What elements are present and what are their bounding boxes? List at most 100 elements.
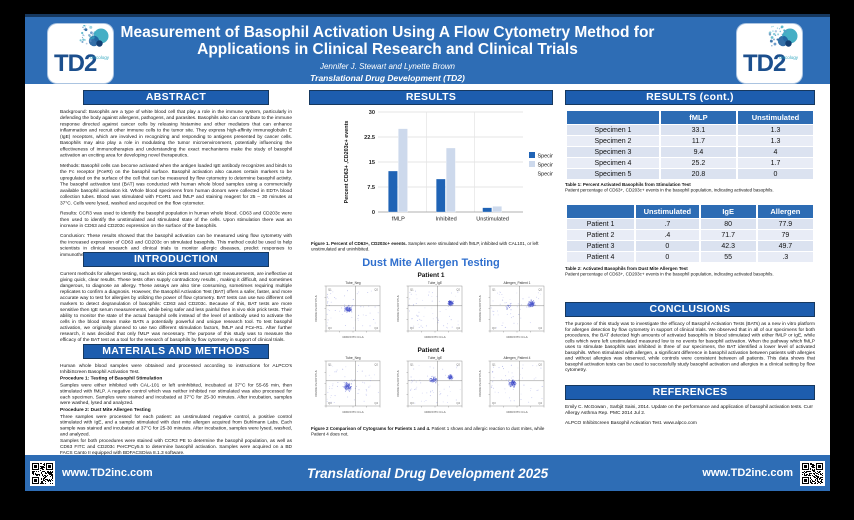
figure1-caption: Figure 1. Percent of CD63+, CD203c+ even… bbox=[311, 241, 539, 252]
table2-cell: 77.9 bbox=[757, 219, 813, 229]
table2-header-cell: Unstimulated bbox=[636, 205, 699, 218]
section-title: RESULTS bbox=[405, 91, 457, 103]
table1-header-cell: fMLP bbox=[660, 111, 736, 124]
svg-text:Q1: Q1 bbox=[328, 288, 332, 292]
svg-text:Q1: Q1 bbox=[328, 363, 332, 367]
section-title: INTRODUCTION bbox=[133, 253, 219, 265]
svg-text:Q3: Q3 bbox=[492, 401, 496, 405]
table2-cell: 0 bbox=[636, 241, 699, 251]
svg-text:Tube_IgE: Tube_IgE bbox=[428, 356, 443, 360]
table2-cell: 80 bbox=[700, 219, 756, 229]
table1-cell: Specimen 5 bbox=[567, 169, 659, 179]
svg-text:Q4: Q4 bbox=[538, 401, 542, 405]
td2-logo-text: TD2 bbox=[743, 50, 786, 77]
patient-label: Patient 4 bbox=[417, 347, 445, 354]
table2-header-cell: IgE bbox=[700, 205, 756, 218]
table1-header-cell bbox=[567, 111, 659, 124]
td2-logo-text: TD2 bbox=[54, 50, 97, 77]
table1-cell: 25.2 bbox=[660, 158, 736, 168]
poster-authors: Jennifer J. Stewart and Lynette Brown bbox=[319, 61, 456, 71]
table1-cell: Specimen 4 bbox=[567, 158, 659, 168]
table1-cell: 33.1 bbox=[660, 125, 736, 135]
table1-cell: 20.8 bbox=[660, 169, 736, 179]
td2-logo-subtext: Oncology bbox=[89, 55, 109, 60]
svg-text:Q3: Q3 bbox=[410, 401, 414, 405]
table1-cell: 0 bbox=[737, 169, 813, 179]
svg-text:Q2: Q2 bbox=[374, 288, 378, 292]
table2-cell: .7 bbox=[636, 219, 699, 229]
td2-logo-dots-icon bbox=[79, 25, 109, 47]
poster-affiliation: Translational Drug Development (TD2) bbox=[310, 72, 465, 83]
section-header-materials-methods: MATERIALS AND METHODS bbox=[83, 344, 269, 359]
td2-logo-subtext: Oncology bbox=[778, 55, 798, 60]
section-header-abstract: ABSTRACT bbox=[83, 90, 269, 105]
svg-text:Specimen 3: Specimen 3 bbox=[538, 171, 554, 177]
svg-text:CD63 FITC C1-A: CD63 FITC C1-A bbox=[342, 335, 363, 339]
title-block: Measurement of Basophil Activation Using… bbox=[120, 24, 655, 83]
svg-text:Tube_IgE: Tube_IgE bbox=[428, 281, 443, 285]
section-title: MATERIALS AND METHODS bbox=[102, 345, 250, 357]
references-text: Emily C. McGowan , Sarbjit Saini, 2014. … bbox=[565, 404, 815, 456]
abstract-paragraph: Results: CCR3 was used to identify the b… bbox=[60, 210, 292, 229]
section-header-results: RESULTS bbox=[309, 90, 553, 105]
svg-text:Q2: Q2 bbox=[456, 363, 460, 367]
dust-mite-section-title: Dust Mite Allergen Testing bbox=[362, 257, 500, 269]
methods-block: Three samples were processed for each pa… bbox=[60, 413, 292, 437]
methods-block: Samples were either inhibited with CAL-1… bbox=[60, 382, 292, 406]
svg-text:Q3: Q3 bbox=[328, 326, 332, 330]
table1-cell: 11.7 bbox=[660, 136, 736, 146]
table2-cell: 79 bbox=[757, 230, 813, 240]
svg-text:CD63 FITC C1-A: CD63 FITC C1-A bbox=[506, 335, 527, 339]
reference-item: Emily C. McGowan , Sarbjit Saini, 2014. … bbox=[565, 404, 813, 416]
td2-logo-left: TD2 Oncology bbox=[48, 24, 113, 83]
conclusions-text: The purpose of this study was to investi… bbox=[565, 321, 815, 373]
table2-cell: Patient 3 bbox=[567, 241, 635, 251]
svg-text:Tube_Neg: Tube_Neg bbox=[345, 356, 360, 360]
svg-text:CD203c PerCP C5-A: CD203c PerCP C5-A bbox=[396, 370, 400, 396]
svg-text:22.5: 22.5 bbox=[364, 135, 375, 141]
methods-block: Human whole blood samples were obtained … bbox=[60, 363, 292, 375]
svg-text:Q3: Q3 bbox=[492, 326, 496, 330]
svg-text:Specimen 1: Specimen 1 bbox=[538, 153, 554, 159]
footer-left: www.TD2inc.com bbox=[30, 460, 153, 486]
table1-header-cell: Unstimulated bbox=[737, 111, 813, 124]
table2-cell: Patient 2 bbox=[567, 230, 635, 240]
section-title: REFERENCES bbox=[652, 386, 728, 398]
svg-text:Q2: Q2 bbox=[538, 363, 542, 367]
svg-text:Q2: Q2 bbox=[538, 288, 542, 292]
table1-cell: 1.3 bbox=[737, 136, 813, 146]
section-title: ABSTRACT bbox=[145, 91, 207, 103]
svg-text:CD203c PerCP C5-A: CD203c PerCP C5-A bbox=[396, 295, 400, 321]
svg-text:Q1: Q1 bbox=[410, 288, 414, 292]
table1-cell: 9.4 bbox=[660, 147, 736, 157]
methods-block: Samples for both procedures were stained… bbox=[60, 438, 292, 456]
svg-text:CD203c PerCP C5-A: CD203c PerCP C5-A bbox=[314, 370, 318, 396]
poster-title-line2: Applications in Clinical Research and Cl… bbox=[197, 41, 578, 59]
svg-text:Q2: Q2 bbox=[456, 288, 460, 292]
table2-cell: .3 bbox=[757, 252, 813, 262]
svg-text:Q3: Q3 bbox=[328, 401, 332, 405]
poster-title-line1: Measurement of Basophil Activation Using… bbox=[120, 24, 655, 41]
td2-logo-right: TD2 Oncology bbox=[737, 24, 802, 83]
table2-cell: Patient 1 bbox=[567, 219, 635, 229]
svg-text:CD63 FITC C1-A: CD63 FITC C1-A bbox=[342, 410, 363, 414]
table2-caption: Table 2: Activated Basophils from Dust M… bbox=[565, 266, 774, 277]
svg-text:fMLP: fMLP bbox=[392, 217, 405, 223]
table2-cell: 49.7 bbox=[757, 241, 813, 251]
table1-cell: 1.3 bbox=[737, 125, 813, 135]
